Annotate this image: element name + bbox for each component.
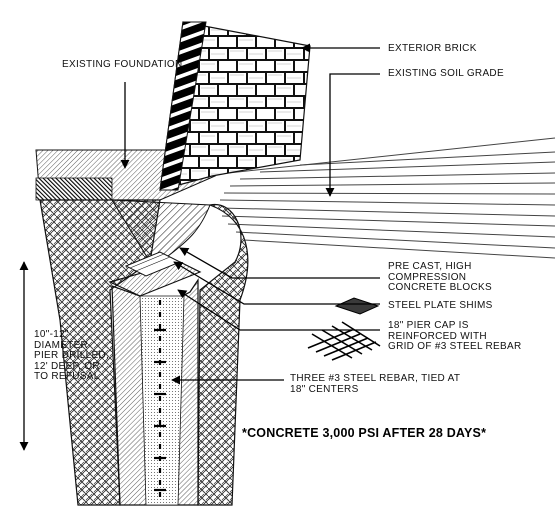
- rebar-grid: [307, 321, 381, 361]
- pier-cap-label: 18" PIER CAP IS REINFORCED WITH GRID OF …: [388, 320, 522, 353]
- exterior-brick-label: EXTERIOR BRICK: [388, 43, 477, 54]
- pier-rebar: [154, 300, 166, 500]
- soil-mass-right: [197, 204, 249, 506]
- steel-plate-shim: [334, 297, 380, 315]
- rebar-line-2: 18" CENTERS: [290, 383, 359, 395]
- pier-core: [139, 295, 185, 506]
- rebar-label: THREE #3 STEEL REBAR, TIED AT 18" CENTER…: [290, 373, 461, 395]
- rebar-line-1: THREE #3 STEEL REBAR, TIED AT: [290, 373, 461, 384]
- pier-dimensions-line-2: DIAMETER: [34, 339, 89, 351]
- leader-lines: [19, 43, 380, 451]
- pier-dimensions-label: 10"-12" DIAMETER PIER DRILLED, 12' DEEP,…: [34, 329, 110, 383]
- pier-cap-line-1: 18" PIER CAP IS: [388, 320, 469, 331]
- pier-cap-line-3: GRID OF #3 STEEL REBAR: [388, 341, 522, 352]
- pier-dimensions-line-3: PIER DRILLED,: [34, 350, 110, 361]
- steel-plate-shims-label: STEEL PLATE SHIMS: [388, 300, 493, 311]
- pier-dimensions-line-1: 10"-12": [34, 329, 69, 340]
- existing-soil-grade-label: EXISTING SOIL GRADE: [388, 68, 504, 79]
- pier-dimensions-line-5: TO REFUSAL: [34, 371, 100, 382]
- concrete-strength-note: *CONCRETE 3,000 PSI AFTER 28 DAYS*: [242, 426, 487, 440]
- precast-blocks-line-1: PRE CAST, HIGH: [388, 261, 472, 272]
- precast-blocks-label: PRE CAST, HIGH COMPRESSION CONCRETE BLOC…: [388, 261, 492, 294]
- existing-foundation-label: EXISTING FOUNDATION: [62, 59, 183, 70]
- foundation-dark-band: [35, 177, 113, 201]
- precast-blocks-line-3: CONCRETE BLOCKS: [388, 282, 492, 293]
- precast-blocks-line-2: COMPRESSION: [388, 271, 467, 283]
- soil-grade-lines: [209, 137, 556, 259]
- brick-wall-side: [159, 21, 207, 191]
- pier-cap-line-2: REINFORCED WITH: [388, 330, 487, 342]
- pier-dimensions-line-4: 12' DEEP, OR: [34, 360, 100, 372]
